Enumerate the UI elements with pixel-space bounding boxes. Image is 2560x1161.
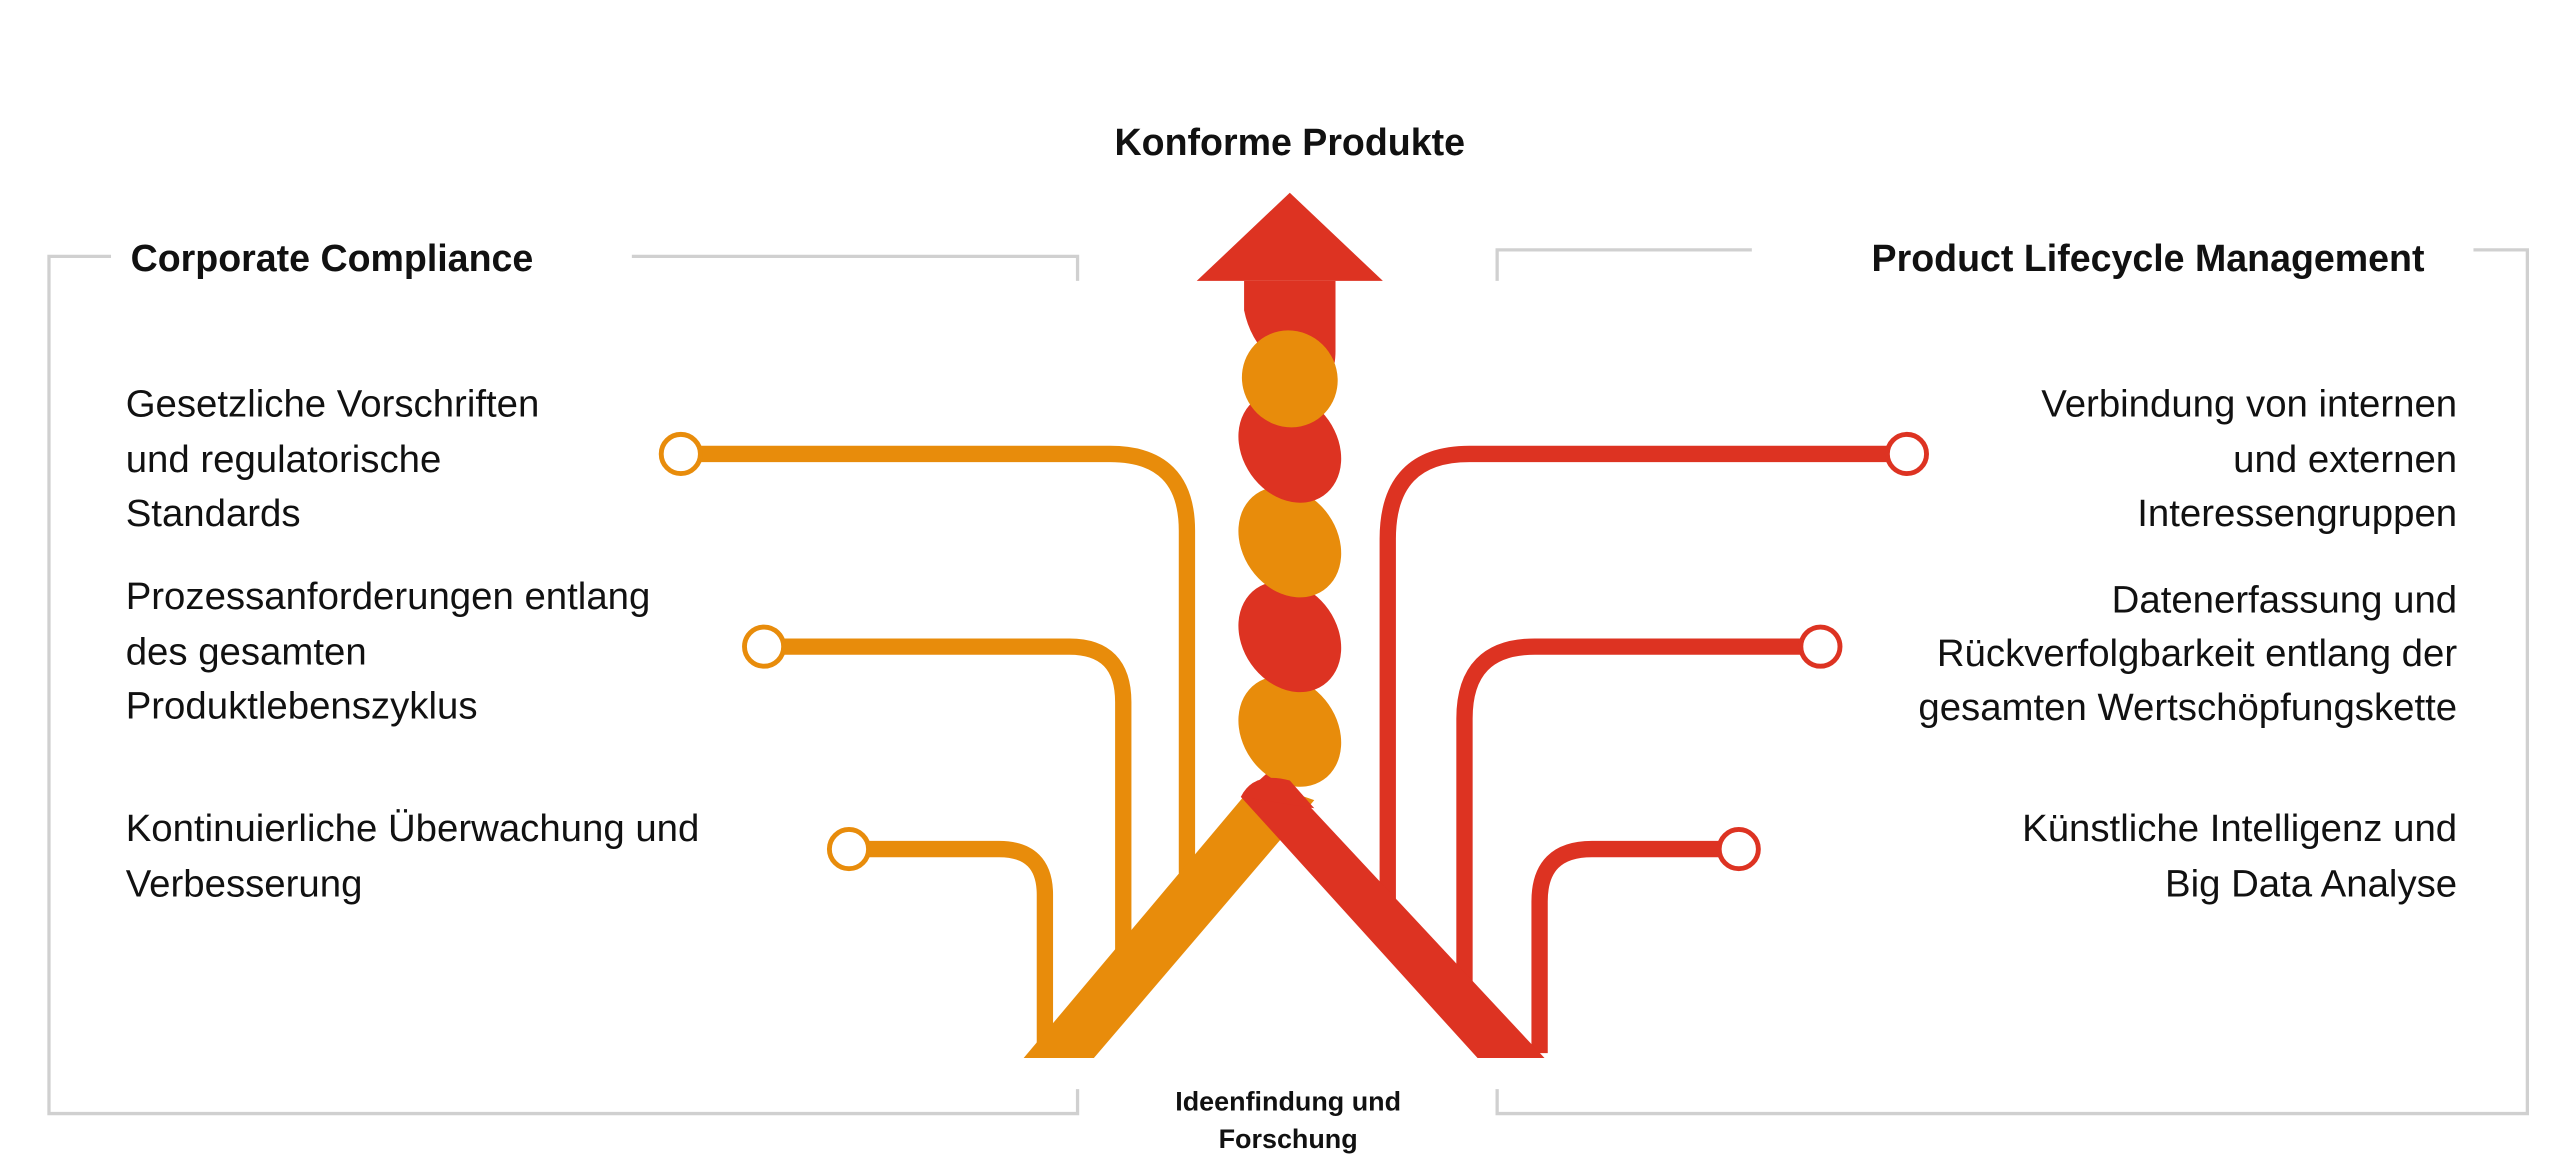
right-frame: [1495, 248, 2529, 1116]
twisted-stem: [1238, 280, 1342, 809]
diagram-title: Konforme Produkte: [1115, 121, 1465, 163]
left-item-1: Gesetzliche Vorschriften und regulatoris…: [126, 382, 540, 534]
orange-branches: [700, 445, 1196, 1054]
item-text: Datenerfassung und: [2112, 578, 2457, 621]
endpoint-circles: [658, 431, 1929, 872]
item-text: gesamten Wertschöpfungskette: [1918, 686, 2457, 729]
left-item-2: Prozessanforderungen entlang des gesamte…: [126, 575, 651, 727]
arrow-head-icon: [1196, 192, 1383, 281]
item-text: Kontinuierliche Überwachung und: [126, 807, 700, 850]
right-item-3: Künstliche Intelligenz und Big Data Anal…: [2022, 807, 2457, 906]
item-text: Verbesserung: [126, 862, 363, 905]
item-text: Künstliche Intelligenz und: [2022, 807, 2457, 850]
item-text: Standards: [126, 492, 301, 535]
endpoint-circle: [658, 431, 703, 477]
item-text: und regulatorische: [126, 438, 442, 481]
orange-base-bar: [1023, 780, 1315, 1059]
item-text: Verbindung von internen: [2041, 382, 2457, 425]
item-text: Big Data Analyse: [2165, 862, 2457, 905]
right-heading: Product Lifecycle Management: [1872, 237, 2425, 279]
item-text: Produktlebenszyklus: [126, 684, 478, 727]
bottom-label: Ideenfindung und Forschung: [1175, 1086, 1401, 1154]
left-frame: [47, 254, 1080, 1116]
item-text: Interessengruppen: [2137, 492, 2457, 535]
item-text: des gesamten: [126, 631, 367, 674]
item-text: Rückverfolgbarkeit entlang der: [1937, 632, 2457, 675]
red-base-bar: [1240, 767, 1545, 1059]
endpoint-circle: [1884, 431, 1929, 477]
bottom-label-line: Ideenfindung und: [1175, 1086, 1401, 1116]
item-text: Gesetzliche Vorschriften: [126, 382, 540, 425]
bottom-label-line: Forschung: [1219, 1124, 1358, 1154]
left-item-3: Kontinuierliche Überwachung und Verbesse…: [126, 807, 700, 906]
endpoint-circle: [742, 624, 787, 669]
right-item-2: Datenerfassung und Rückverfolgbarkeit en…: [1918, 578, 2457, 729]
endpoint-circle: [1798, 624, 1843, 669]
endpoint-circle: [1716, 827, 1761, 872]
red-branches: [1379, 445, 1888, 1054]
endpoint-circle: [826, 827, 872, 872]
right-item-1: Verbindung von internen und externen Int…: [2041, 382, 2457, 534]
item-text: Prozessanforderungen entlang: [126, 575, 651, 618]
left-heading: Corporate Compliance: [131, 237, 534, 279]
item-text: und externen: [2233, 438, 2457, 481]
